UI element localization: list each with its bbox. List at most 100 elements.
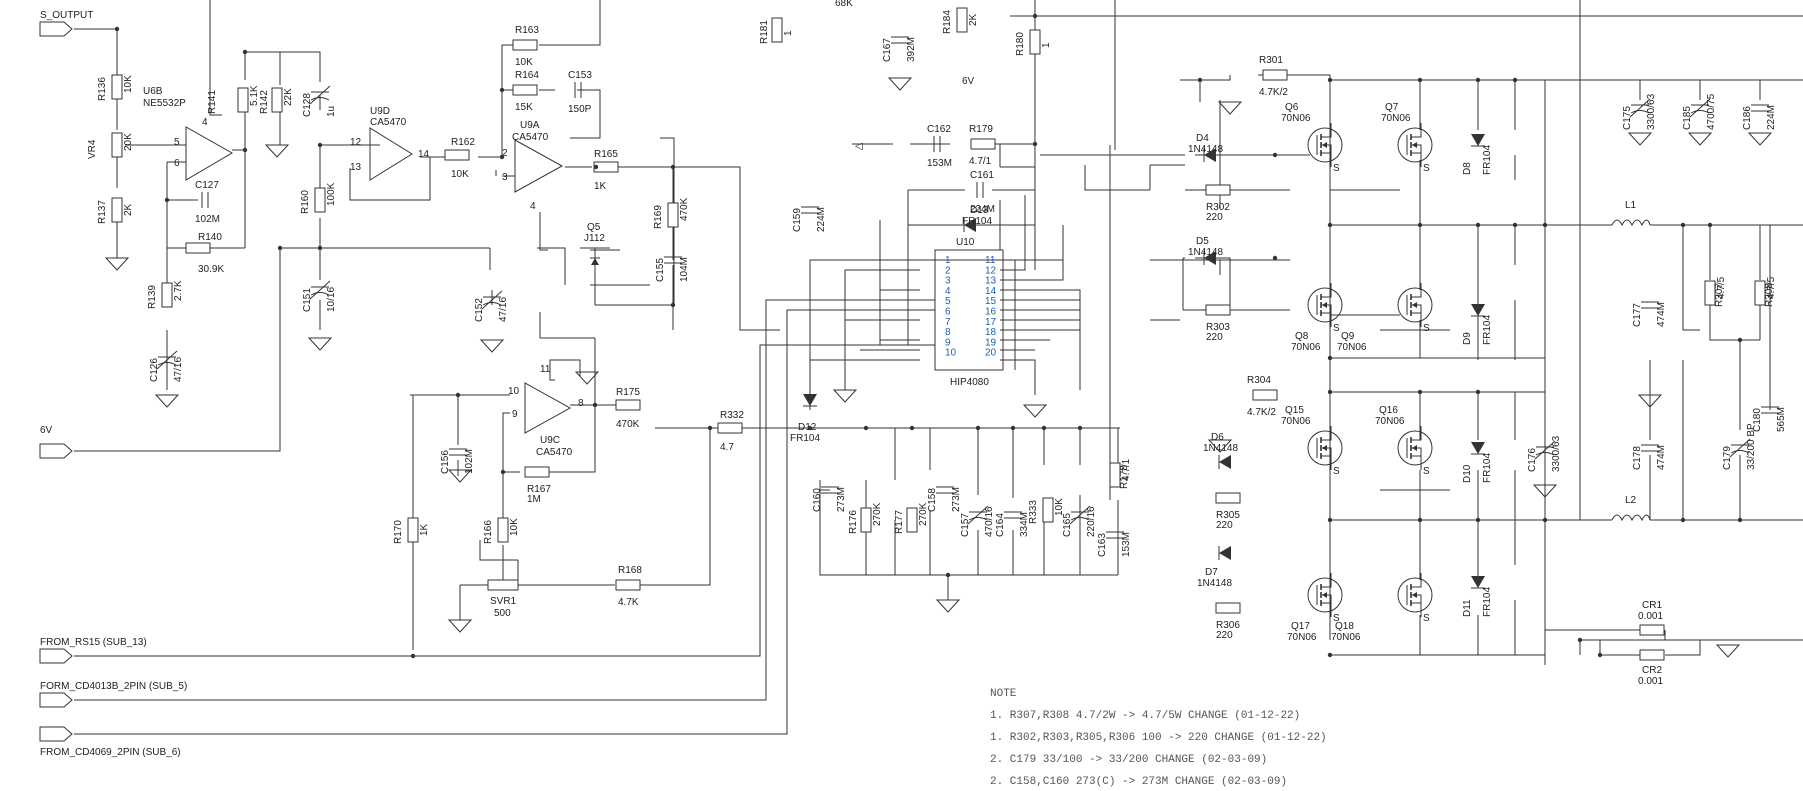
svg-text:FR104: FR104	[1482, 145, 1493, 175]
port-6v-label: 6V	[40, 425, 53, 436]
hip-pin-2: 2	[945, 265, 951, 276]
svg-text:10K: 10K	[515, 57, 533, 68]
svg-text:R304: R304	[1247, 375, 1271, 386]
svg-text:33/200 BP: 33/200 BP	[1746, 423, 1757, 470]
u6b-ref: U6B	[143, 86, 163, 97]
resistor-r181: R181 1	[759, 17, 794, 44]
svg-text:4.7K: 4.7K	[618, 597, 639, 608]
hip-pin-10: 10	[945, 348, 957, 359]
opamp-u9a: 2 3 4 U9A CA5470	[502, 120, 564, 212]
inductor-l2: L2	[1611, 495, 1651, 522]
port-s-output	[39, 21, 73, 37]
capacitor-c165: C165 220/16	[1062, 505, 1097, 537]
svg-text:1K: 1K	[594, 181, 607, 192]
svg-text:220/16: 220/16	[1086, 506, 1097, 537]
svg-text:R160: R160	[300, 190, 311, 214]
u9a-part: CA5470	[512, 132, 549, 143]
svg-text:R181: R181	[759, 20, 770, 44]
opamp-u9c: 10 9 8 11 U9C CA5470	[508, 364, 584, 458]
hip-pin-19: 19	[985, 337, 997, 348]
svg-text:273M: 273M	[836, 487, 847, 512]
hip-pin-5: 5	[945, 296, 951, 307]
hip-pin-11: 11	[985, 255, 996, 266]
svg-text:S: S	[1423, 613, 1430, 624]
svg-text:C176: C176	[1527, 448, 1538, 472]
svg-text:470K: 470K	[616, 419, 640, 430]
svg-text:1K: 1K	[419, 523, 430, 536]
svg-text:1: 1	[783, 30, 794, 36]
svg-text:D9: D9	[1462, 332, 1473, 345]
svg-text:4: 4	[202, 117, 208, 128]
svg-text:4.7/5: 4.7/5	[1716, 276, 1727, 299]
svg-text:S: S	[1423, 163, 1430, 174]
svg-text:9: 9	[512, 409, 518, 420]
svg-text:47/16: 47/16	[498, 297, 509, 322]
svg-text:R164: R164	[515, 70, 539, 81]
svg-text:R177: R177	[894, 510, 905, 534]
notes-title: NOTE	[990, 688, 1017, 700]
svg-text:L2: L2	[1625, 495, 1637, 506]
svg-text:C126: C126	[149, 358, 160, 382]
svg-text:10K: 10K	[451, 169, 469, 180]
svg-text:Q15: Q15	[1285, 405, 1304, 416]
svg-text:474M: 474M	[1656, 302, 1667, 327]
svg-text:10K: 10K	[123, 75, 134, 93]
svg-text:CR1: CR1	[1642, 600, 1662, 611]
svg-text:FR104: FR104	[962, 216, 992, 227]
svg-text:C160: C160	[812, 488, 823, 512]
svg-text:70N06: 70N06	[1287, 632, 1317, 643]
svg-text:70N06: 70N06	[1381, 113, 1411, 124]
c162-arrow: ◁	[855, 141, 863, 152]
svg-text:R168: R168	[618, 565, 642, 576]
svg-text:100K: 100K	[326, 182, 337, 206]
svg-text:C155: C155	[655, 258, 666, 282]
svg-text:R333: R333	[1028, 500, 1039, 524]
svg-text:273M: 273M	[951, 487, 962, 512]
svg-text:12: 12	[350, 137, 362, 148]
svg-text:D4: D4	[1196, 133, 1209, 144]
note-line-2: 1. R302,R303,R305,R306 100 -> 220 CHANGE…	[990, 732, 1327, 744]
svg-text:L1: L1	[1625, 200, 1637, 211]
svg-text:3300/63: 3300/63	[1551, 435, 1562, 472]
svg-text:70N06: 70N06	[1281, 416, 1311, 427]
svg-text:153M: 153M	[927, 158, 952, 169]
svg-text:224M: 224M	[816, 207, 827, 232]
svg-text:R162: R162	[451, 137, 475, 148]
svg-text:30.9K: 30.9K	[198, 264, 224, 275]
svg-text:102M: 102M	[464, 449, 475, 474]
svg-text:22K: 22K	[283, 88, 294, 106]
svg-text:R303: R303	[1206, 322, 1230, 333]
note-line-1: 1. R307,R308 4.7/2W -> 4.7/5W CHANGE (01…	[990, 710, 1300, 722]
svg-text:470/16: 470/16	[984, 506, 995, 537]
opamp-u6b: 5 6 4 U6B NE5532P	[143, 86, 234, 181]
svg-text:C165: C165	[1062, 513, 1073, 537]
svg-text:70N06: 70N06	[1291, 342, 1321, 353]
svg-text:Q9: Q9	[1341, 331, 1355, 342]
svg-text:C153: C153	[568, 70, 592, 81]
svg-text:6: 6	[174, 158, 180, 169]
wires	[74, 0, 1803, 735]
